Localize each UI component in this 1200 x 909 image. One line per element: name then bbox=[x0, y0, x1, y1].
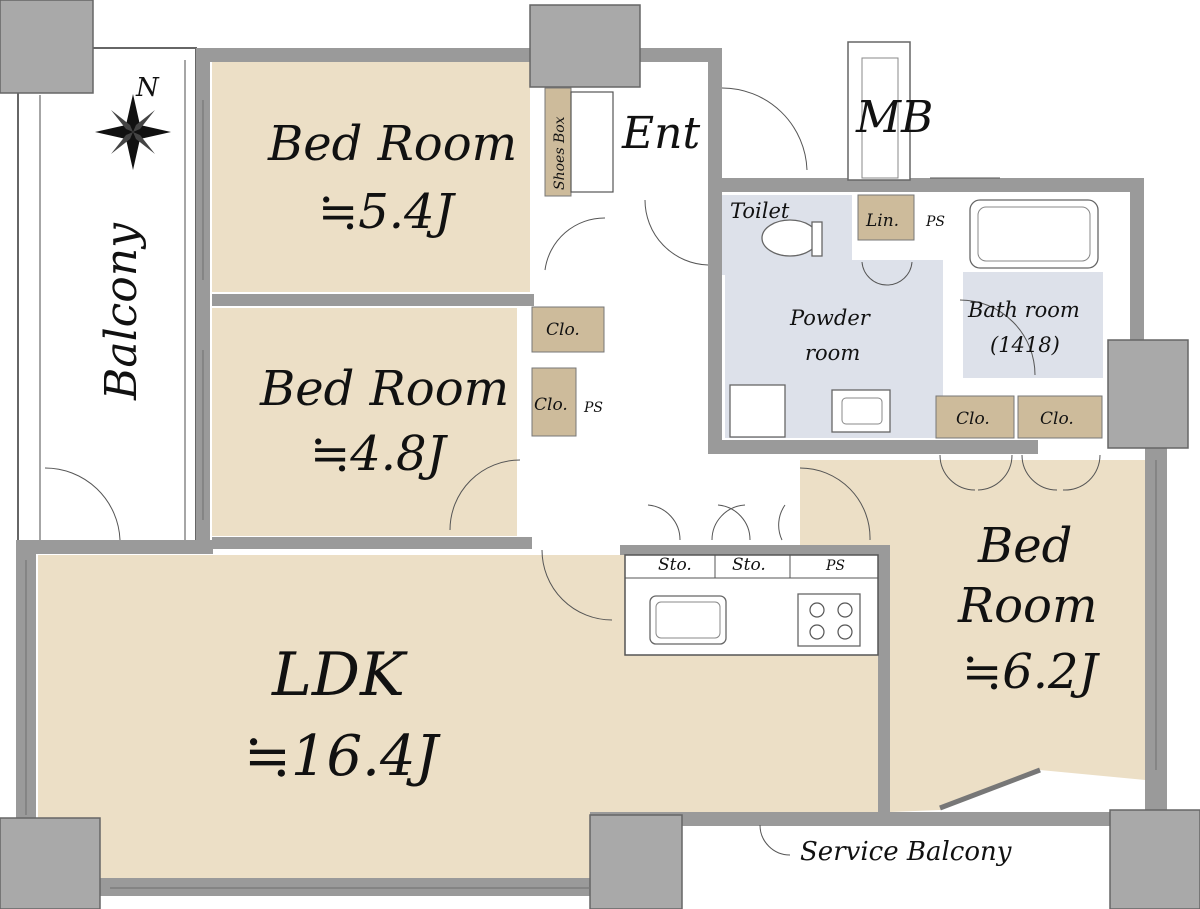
closet-3-label: Clo. bbox=[956, 409, 990, 429]
bedroom-3-name-line2: Room bbox=[957, 578, 1097, 634]
meter-box bbox=[847, 41, 911, 181]
meter-box-label: MB bbox=[855, 92, 933, 143]
washer-pan bbox=[729, 384, 786, 438]
storage-1-label: Sto. bbox=[658, 555, 692, 575]
closet-1-box bbox=[531, 306, 605, 353]
north-compass-icon bbox=[95, 94, 171, 170]
compass-north-label: N bbox=[135, 73, 160, 103]
door-swings bbox=[44, 87, 1101, 856]
pipe-space-1-label: PS bbox=[925, 214, 945, 230]
bedroom-2-size: ≒4.8J bbox=[310, 426, 449, 482]
balcony-label: Balcony bbox=[96, 222, 147, 401]
closet-2-box bbox=[531, 367, 577, 437]
walls bbox=[16, 48, 1167, 896]
bedroom-1-size: ≒5.4J bbox=[318, 184, 457, 240]
bedroom-2-name: Bed Room bbox=[259, 361, 509, 417]
ldk-size: ≒16.4J bbox=[244, 724, 442, 789]
service-balcony-label: Service Balcony bbox=[800, 837, 1012, 867]
linen-label: Lin. bbox=[865, 211, 899, 231]
storage-2-label: Sto. bbox=[732, 555, 766, 575]
bedroom-1-floor bbox=[212, 62, 530, 292]
bath-room-label-1: Bath room bbox=[967, 298, 1080, 322]
closet-4-label: Clo. bbox=[1040, 409, 1074, 429]
windows bbox=[25, 100, 1157, 889]
toilet-label: Toilet bbox=[730, 199, 790, 223]
bath-room-floor bbox=[963, 272, 1103, 378]
shoes-box-label: Shoes Box bbox=[552, 116, 568, 190]
washbasin bbox=[831, 389, 891, 433]
bedroom-3-floor bbox=[800, 460, 1145, 812]
pipe-space-3-label: PS bbox=[825, 558, 845, 574]
pipe-space-2-label: PS bbox=[583, 400, 603, 416]
sink bbox=[649, 595, 727, 645]
bedroom-2-floor bbox=[212, 308, 517, 536]
bath-room-label-2: (1418) bbox=[990, 333, 1060, 357]
bedroom-3-size: ≒6.2J bbox=[962, 644, 1101, 700]
stove bbox=[797, 593, 861, 647]
closet-1-label: Clo. bbox=[546, 320, 580, 340]
ldk-name: LDK bbox=[271, 640, 408, 710]
linen-box bbox=[857, 194, 915, 241]
closet-3-box bbox=[935, 395, 1015, 439]
bedroom-1-name: Bed Room bbox=[267, 116, 517, 172]
powder-room-label-1: Powder bbox=[789, 306, 872, 330]
ldk-floor bbox=[38, 555, 878, 878]
entrance-label: Ent bbox=[621, 108, 700, 159]
closet-4-box bbox=[1017, 395, 1103, 439]
toilet-bowl bbox=[761, 219, 819, 257]
bathtub bbox=[969, 199, 1099, 269]
powder-room-label-2: room bbox=[805, 341, 860, 365]
closet-2-label: Clo. bbox=[534, 395, 568, 415]
bedroom-3-name-line1: Bed bbox=[977, 518, 1072, 574]
